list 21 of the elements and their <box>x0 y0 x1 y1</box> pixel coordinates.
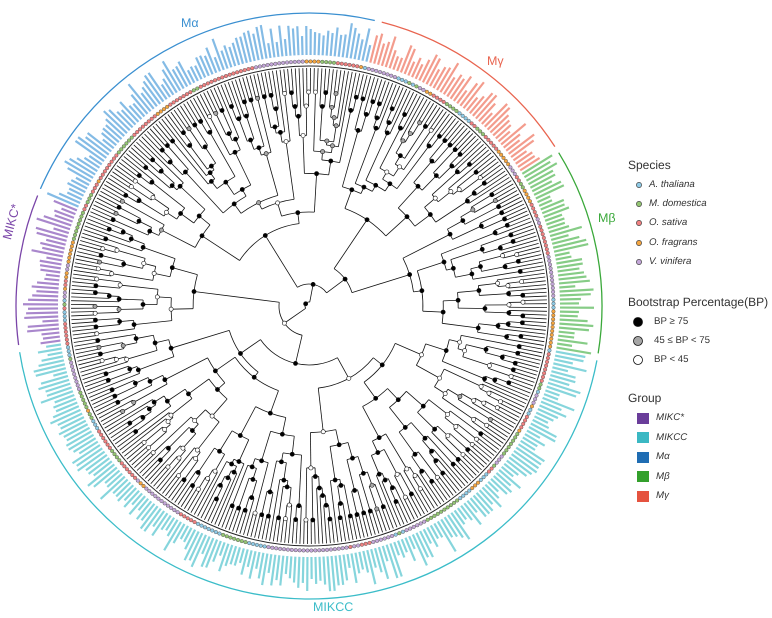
legend-label: Mγ <box>656 490 669 502</box>
legend-label: Mα <box>656 451 670 463</box>
legend-label: BP < 45 <box>654 354 689 366</box>
legend-label: O. sativa <box>649 217 688 230</box>
group-label: Mβ <box>598 211 616 226</box>
group-label: Mα <box>181 16 199 31</box>
group-label: Mγ <box>487 54 504 69</box>
legend-heading: Bootstrap Percentage(BP) <box>628 294 768 310</box>
legend-label: A. thaliana <box>649 179 695 191</box>
legend-label: MIKCC <box>656 432 688 444</box>
legend-heading: Species <box>628 158 671 172</box>
legend-label: M. domestica <box>649 198 707 210</box>
group-label: MIKC* <box>0 202 24 242</box>
legend-label: MIKC* <box>656 412 684 424</box>
legend-label: V. vinifera <box>649 256 692 268</box>
legend-label: O. fragrans <box>649 236 698 249</box>
group-label: MIKCC <box>313 600 354 615</box>
legend-label: 45 ≤ BP < 75 <box>654 335 710 347</box>
legend-label: Mβ <box>656 470 670 482</box>
legend-heading: Group <box>628 390 662 406</box>
legend-label: BP ≥ 75 <box>654 316 688 328</box>
